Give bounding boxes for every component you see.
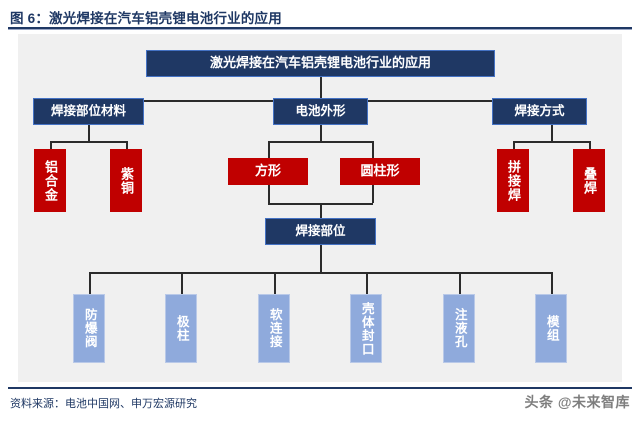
connector-drop-fill-hole [459, 272, 461, 294]
node-cell-shape[interactable]: 电池外形 [273, 98, 368, 125]
connector-fanout-bus [89, 272, 552, 274]
connector-root-stem [320, 77, 322, 100]
node-copper[interactable]: 紫铜 [110, 149, 142, 212]
node-prismatic[interactable]: 方形 [228, 158, 308, 185]
diagram-canvas: 激光焊接在汽车铝壳锂电池行业的应用 焊接部位材料 电池外形 焊接方式 铝合金 紫… [18, 34, 622, 382]
node-butt-weld[interactable]: 拼接焊 [497, 149, 529, 212]
connector-fanout-stem [320, 245, 322, 272]
connector-drop-lap-weld [589, 141, 591, 149]
node-case-seal[interactable]: 壳体封口 [350, 294, 382, 363]
connector-materials-bus [50, 141, 127, 143]
connector-drop-vent [89, 272, 91, 294]
connector-materials-stem [88, 125, 90, 141]
source-note: 资料来源：电池中国网、申万宏源研究 [10, 398, 197, 410]
connector-cell-shape-stem [320, 125, 322, 141]
connector-drop-terminal [181, 272, 183, 294]
watermark-label: 头条 @未来智库 [524, 394, 630, 410]
connector-weld-method-bus [513, 141, 590, 143]
connector-rise-cylindrical [372, 185, 374, 203]
connector-weld-location-stem [320, 203, 322, 218]
node-flex-connect[interactable]: 软连接 [258, 294, 290, 363]
node-vent[interactable]: 防爆阀 [73, 294, 105, 363]
node-terminal[interactable]: 极柱 [165, 294, 197, 363]
connector-drop-alu-alloy [50, 141, 52, 149]
figure-title: 图 6：激光焊接在汽车铝壳锂电池行业的应用 [10, 11, 282, 26]
node-root[interactable]: 激光焊接在汽车铝壳锂电池行业的应用 [146, 50, 495, 77]
node-weld-method[interactable]: 焊接方式 [492, 98, 587, 125]
connector-drop-copper [126, 141, 128, 149]
connector-rise-prismatic [268, 185, 270, 203]
node-lap-weld[interactable]: 叠焊 [573, 149, 605, 212]
connector-weld-method-stem [551, 125, 553, 141]
header-divider-thin [8, 29, 632, 30]
footer-divider [8, 387, 632, 389]
connector-drop-case-seal [366, 272, 368, 294]
node-cylindrical[interactable]: 圆柱形 [340, 158, 420, 185]
header-divider [8, 27, 632, 29]
node-alu-alloy[interactable]: 铝合金 [34, 149, 66, 212]
connector-drop-prismatic [268, 141, 270, 158]
node-module[interactable]: 模组 [535, 294, 567, 363]
connector-drop-module [551, 272, 553, 294]
connector-drop-cylindrical [372, 141, 374, 158]
node-materials[interactable]: 焊接部位材料 [33, 98, 144, 125]
node-weld-location[interactable]: 焊接部位 [265, 218, 376, 245]
node-fill-hole[interactable]: 注液孔 [443, 294, 475, 363]
connector-cell-shape-bus [268, 141, 373, 143]
connector-drop-butt-weld [513, 141, 515, 149]
connector-drop-flex-connect [274, 272, 276, 294]
